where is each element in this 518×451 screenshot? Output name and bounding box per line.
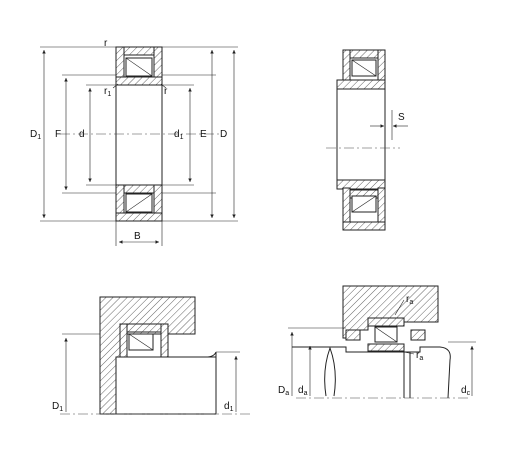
label-S: S [398,112,405,123]
label-E: E [200,129,207,140]
label-ra-top: ra [406,294,413,306]
label-Da: Da [278,385,289,397]
label-da: da [298,385,308,397]
label-ra-bottom: ra [416,350,423,362]
bearing-top-section-2 [336,49,386,90]
label-D1: D1 [30,129,41,141]
bearing-bottom-section-2 [336,179,386,231]
view-axial-displacement: S [326,49,408,231]
label-d1-view3: d1 [224,401,234,413]
view-housing-abutment: D1 d1 [52,296,250,415]
label-r1: r1 [104,86,111,98]
bearing-top-section [115,46,163,86]
label-D1-view3: D1 [52,401,63,413]
label-F: F [55,129,61,140]
label-r-top: r [104,38,108,49]
view-mounting-dimensions: ra ra Da da dc [278,285,476,399]
bearing-bottom-section [115,184,163,222]
label-r-right: r [164,86,168,97]
label-D: D [220,129,227,140]
label-d: d [79,129,85,140]
label-dc: dc [461,385,471,397]
label-d1: d1 [174,129,184,141]
view-bearing-dimensions: r r1 r D1 F d d1 E D B [30,38,238,246]
label-B: B [134,231,141,242]
